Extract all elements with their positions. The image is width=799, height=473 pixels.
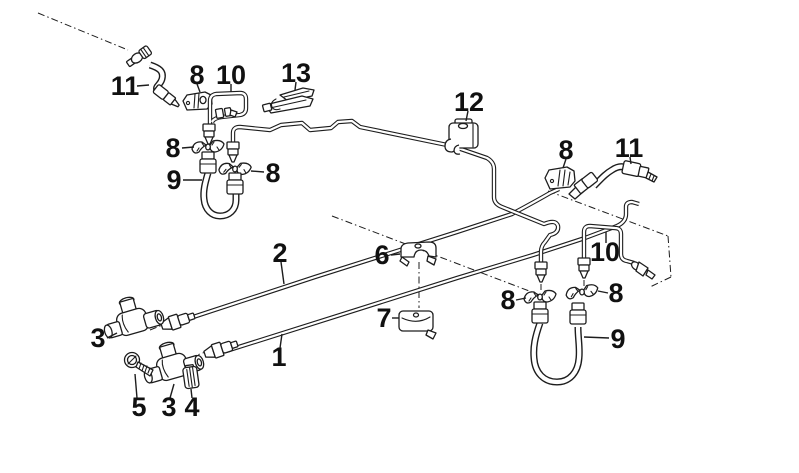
callout-8-clip-left-1: 8 <box>165 133 180 163</box>
hose-bracket-left <box>182 91 213 111</box>
callout-leader-3-upper <box>106 332 118 339</box>
callout-leader-8-clip-right-1 <box>515 297 527 301</box>
fitting-right-column-2 <box>577 257 591 279</box>
hose-9-left-fitting-b <box>226 172 244 195</box>
callout-13: 13 <box>281 58 311 88</box>
callout-10-left: 10 <box>216 60 246 90</box>
callout-4: 4 <box>184 392 199 422</box>
callout-7: 7 <box>376 303 391 333</box>
callout-9-left: 9 <box>166 165 181 195</box>
banjo-bolt-right <box>621 160 658 183</box>
callout-11-left: 11 <box>111 71 140 101</box>
callout-leader-4 <box>190 388 193 399</box>
callout-9-right: 9 <box>610 324 625 354</box>
callout-leader-8-hose-bracket-right <box>562 158 567 169</box>
callout-3-lower: 3 <box>161 392 176 422</box>
spring-clip-right-2 <box>564 283 600 300</box>
callout-leader-8-hose-bracket-left <box>196 83 201 93</box>
callout-leader-3-lower <box>169 383 175 399</box>
pipe-10-right <box>584 226 656 280</box>
callout-8-clip-right-2: 8 <box>608 278 623 308</box>
pipe-end-fitting-2 <box>159 308 197 334</box>
callout-10-right: 10 <box>590 237 620 267</box>
screw-5 <box>123 351 154 377</box>
brake-hose-9-right <box>534 323 580 382</box>
holder-12 <box>444 118 479 155</box>
callout-leader-13 <box>294 81 297 91</box>
callout-leader-12 <box>465 110 469 122</box>
clamp-7 <box>398 310 437 340</box>
callout-2: 2 <box>272 238 287 268</box>
hose-fitting-11-right <box>568 171 599 200</box>
hose-9-right-fitting-a <box>531 301 549 324</box>
callout-12: 12 <box>454 87 484 117</box>
hose-9-right-fitting-b <box>569 302 587 325</box>
clip-4 <box>182 364 200 390</box>
callout-leader-8-clip-left-2 <box>250 170 265 173</box>
callout-leader-2 <box>280 261 285 285</box>
hose-fitting-11-left <box>152 84 180 108</box>
callout-leader-5 <box>134 373 138 399</box>
callout-11-right: 11 <box>615 133 644 163</box>
callout-leader-11-left <box>136 84 150 87</box>
callout-8-hose-bracket-left: 8 <box>189 60 204 90</box>
callout-leader-6 <box>390 253 401 256</box>
callout-5: 5 <box>131 392 146 422</box>
callout-leader-11-right <box>629 156 632 165</box>
callout-8-hose-bracket-right: 8 <box>558 135 573 165</box>
fitting-right-column-1 <box>534 261 548 283</box>
hose-bracket-right <box>544 166 576 190</box>
callout-leader-1 <box>279 333 283 349</box>
fitting-left-column-2 <box>226 141 240 163</box>
callout-1: 1 <box>271 342 286 372</box>
hose-9-left-fitting-a <box>199 151 217 174</box>
spring-clip-right-1 <box>523 289 557 304</box>
clip-pair-13 <box>261 87 315 114</box>
callout-leader-8-clip-right-2 <box>597 290 609 294</box>
clamp-6 <box>399 241 437 267</box>
callout-8-clip-left-2: 8 <box>265 158 280 188</box>
t-union-upper <box>96 288 167 342</box>
pipe-10-left <box>210 93 246 128</box>
callout-6: 6 <box>374 240 389 270</box>
banjo-bolt-left <box>126 45 153 68</box>
callout-3-upper: 3 <box>90 323 105 353</box>
callout-leader-8-clip-left-1 <box>181 146 195 149</box>
callout-leader-9-right <box>583 336 610 339</box>
callout-8-clip-right-1: 8 <box>500 285 515 315</box>
